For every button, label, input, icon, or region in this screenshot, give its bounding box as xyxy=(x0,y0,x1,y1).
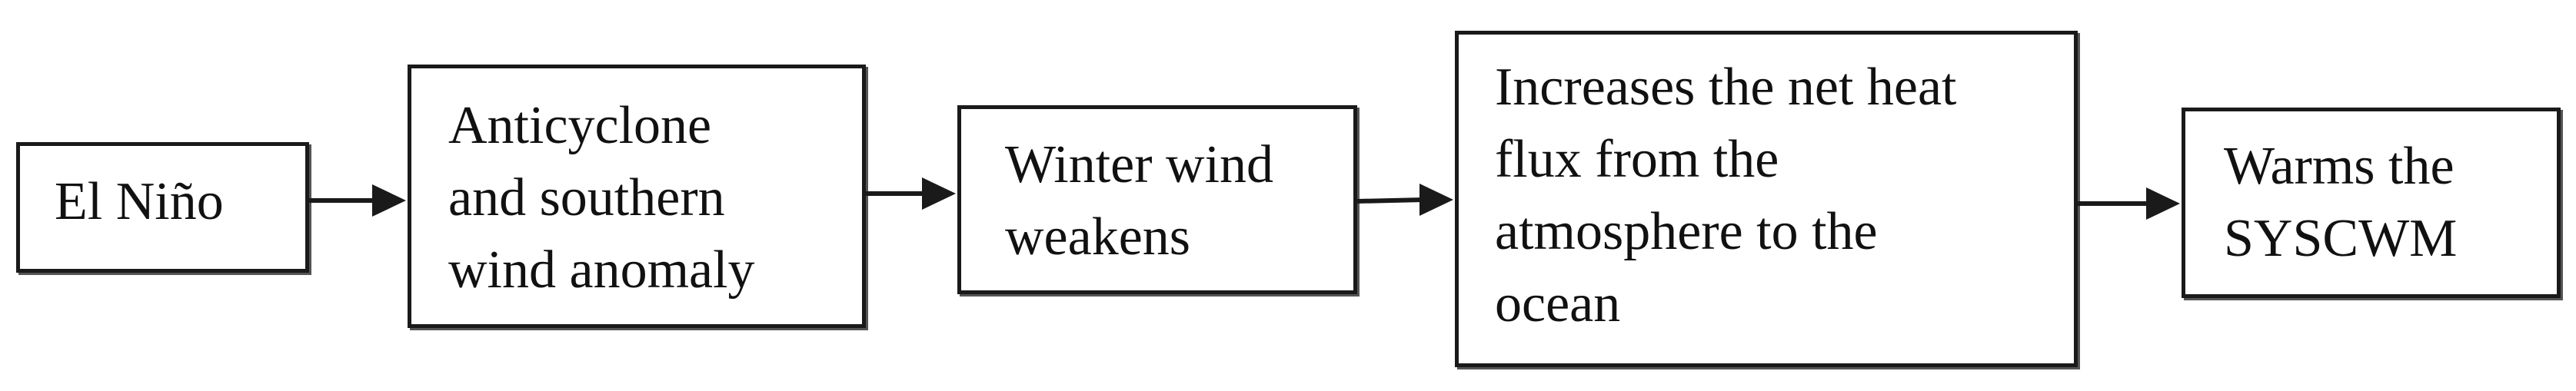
arrow-el-nino-to-anticyclone xyxy=(309,184,406,217)
node-heat-flux-label: Increases the net heat flux from the atm… xyxy=(1495,58,1957,333)
node-anticyclone: Anticyclone and southern wind anomaly xyxy=(408,65,866,328)
node-winter-wind-label: Winter wind weakens xyxy=(1005,135,1274,267)
node-anticyclone-label: Anticyclone and southern wind anomaly xyxy=(448,96,755,300)
node-warms-label: Warms the SYSCWM xyxy=(2224,137,2458,268)
node-el-nino: El Niño xyxy=(16,142,309,273)
node-warms: Warms the SYSCWM xyxy=(2182,108,2561,298)
node-heat-flux: Increases the net heat flux from the atm… xyxy=(1455,31,2078,367)
arrow-anticyclone-to-winter-wind xyxy=(866,177,956,210)
node-el-nino-label: El Niño xyxy=(55,172,224,231)
arrow-winter-wind-to-heat-flux xyxy=(1356,184,1453,216)
node-winter-wind: Winter wind weakens xyxy=(957,105,1357,294)
arrow-heat-flux-to-warms xyxy=(2078,187,2180,220)
